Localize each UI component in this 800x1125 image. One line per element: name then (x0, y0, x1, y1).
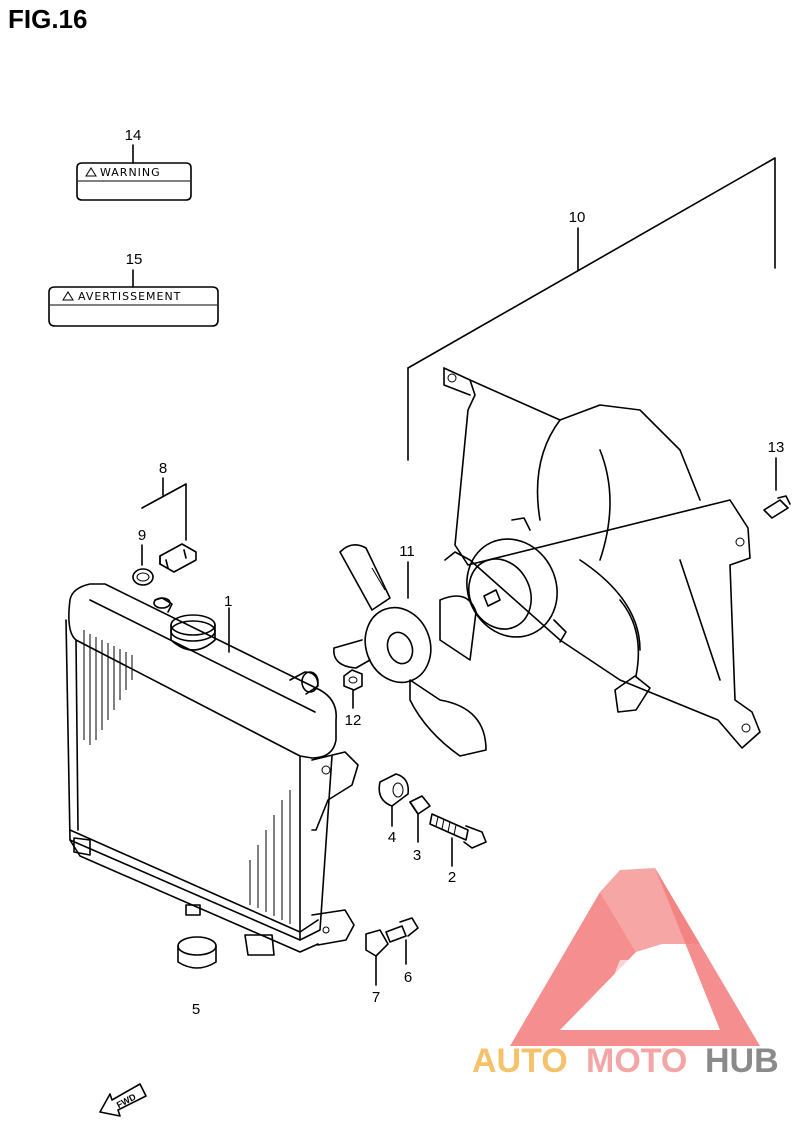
callout-8: 8 (159, 460, 167, 477)
callout-6: 6 (404, 969, 412, 986)
warning-label-part: WARNING (76, 144, 192, 201)
switch-bracket-lines (141, 477, 187, 566)
figure-title: FIG.16 (8, 4, 88, 34)
bolt-part (429, 813, 487, 849)
shroud-screw-part (763, 495, 791, 519)
callout-14: 14 (125, 127, 142, 144)
callout-9: 9 (138, 527, 146, 544)
warning-triangle-icon (62, 291, 74, 301)
watermark-moto: MOTO (586, 1042, 687, 1080)
o-ring-part (132, 568, 154, 586)
callout-5: 5 (192, 1001, 200, 1018)
callout-7: 7 (372, 989, 380, 1006)
callout-2: 2 (448, 869, 456, 886)
avertissement-label-text: AVERTISSEMENT (78, 290, 181, 303)
automotohub-logo-icon (510, 868, 760, 1046)
fan-shroud-part (407, 157, 776, 749)
avertissement-label-part: AVERTISSEMENT (48, 269, 219, 327)
fan-motor-part (466, 517, 567, 643)
callout-15: 15 (126, 251, 143, 268)
callout-4: 4 (388, 829, 396, 846)
fan-nut-part (343, 669, 363, 691)
callout-10: 10 (569, 209, 586, 226)
watermark-auto: AUTO (472, 1042, 568, 1080)
radiator-part (65, 583, 359, 956)
fwd-text: FWD (115, 1091, 138, 1110)
warning-label-text: WARNING (100, 166, 161, 179)
warning-triangle-icon (85, 167, 97, 177)
callout-3: 3 (413, 847, 421, 864)
callout-11: 11 (399, 543, 415, 560)
thermo-switch-part (159, 543, 197, 573)
callout-13: 13 (768, 439, 785, 456)
nut-clip-part (365, 929, 389, 957)
collar-part (409, 795, 431, 815)
callout-12: 12 (345, 712, 362, 729)
callout-1: 1 (224, 593, 232, 610)
cooling-fan-part (333, 544, 487, 757)
cushion-part (177, 936, 217, 969)
leader-lines (228, 227, 777, 986)
fwd-arrow-icon: FWD (99, 1083, 147, 1117)
small-bolt-part (385, 917, 419, 943)
grommet-part (378, 773, 410, 807)
watermark-hub: HUB (705, 1042, 779, 1080)
